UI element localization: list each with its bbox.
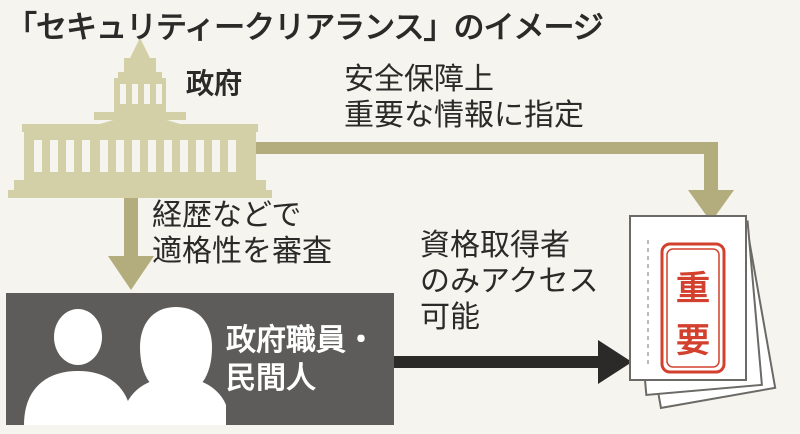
screening-label: 経歴などで 適格性を審査 — [152, 198, 332, 270]
access-line: 可能 — [420, 300, 480, 335]
diagram-title: 「セキュリティークリアランス」のイメージ — [6, 10, 604, 46]
access-line: 資格取得者 — [420, 228, 570, 263]
stamp-char-1: 重 — [676, 269, 710, 309]
screening-line: 経歴などで — [152, 198, 302, 233]
staff-line: 民間人 — [226, 361, 316, 396]
staff-line: 政府職員・ — [226, 323, 376, 358]
designation-label: 安全保障上 重要な情報に指定 — [344, 62, 584, 134]
building-windows — [34, 84, 236, 172]
screening-arrow — [108, 198, 154, 290]
access-arrow — [394, 340, 632, 384]
staff-label: 政府職員・ 民間人 — [226, 322, 376, 398]
staff-band — [6, 293, 394, 425]
stamp-char-2: 要 — [676, 321, 710, 361]
government-building-icon — [8, 38, 272, 198]
designation-arrow — [256, 142, 734, 222]
document-stack-icon — [629, 215, 777, 410]
designation-line: 重要な情報に指定 — [344, 98, 584, 133]
government-label: 政府 — [186, 67, 243, 100]
designation-line: 安全保障上 — [344, 62, 494, 97]
access-line: のみアクセス — [420, 264, 599, 299]
access-label: 資格取得者 のみアクセス 可能 — [420, 228, 599, 336]
people-icon — [24, 307, 226, 425]
screening-line: 適格性を審査 — [152, 234, 332, 269]
